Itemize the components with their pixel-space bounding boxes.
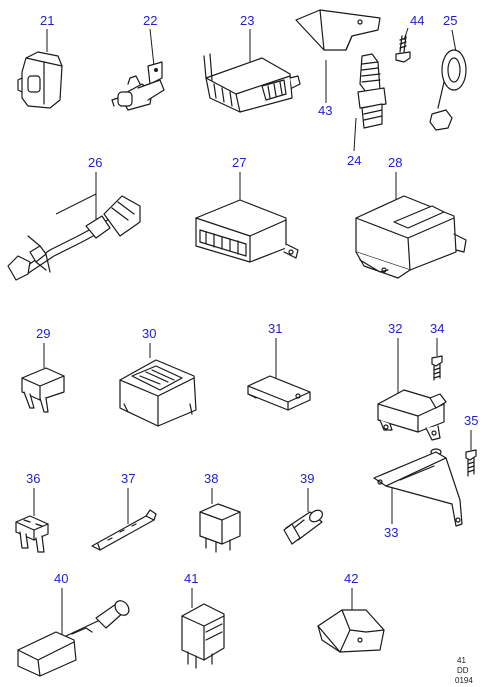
callout-35: 35 [464, 413, 478, 428]
callout-22: 22 [143, 13, 157, 28]
part-36-fuse[interactable]: 36 [15, 471, 49, 553]
part-38-relay[interactable]: 38 [199, 471, 241, 553]
callout-38: 38 [204, 471, 218, 486]
callout-42: 42 [344, 571, 358, 586]
callout-28: 28 [388, 155, 402, 170]
callout-31: 31 [268, 321, 282, 336]
callout-44: 44 [410, 13, 424, 28]
part-42-bracket[interactable]: 42 [317, 571, 385, 653]
drawing-code-line3: 0194 [455, 676, 473, 685]
part-27-control-unit[interactable]: 27 [195, 155, 299, 263]
callout-26: 26 [88, 155, 102, 170]
part-30-module[interactable]: 30 [119, 326, 197, 427]
callout-27: 27 [232, 155, 246, 170]
drawing-code: 41 DD 0194 [455, 656, 473, 685]
part-31-plate[interactable]: 31 [247, 321, 311, 411]
part-29-relay[interactable]: 29 [21, 326, 65, 413]
callout-29: 29 [36, 326, 50, 341]
callout-32: 32 [388, 321, 402, 336]
callout-41: 41 [184, 571, 198, 586]
callout-39: 39 [300, 471, 314, 486]
part-21-connector[interactable]: 21 [17, 13, 63, 109]
callout-37: 37 [121, 471, 135, 486]
callout-43: 43 [318, 103, 332, 118]
part-39-sleeve[interactable]: 39 [283, 471, 325, 545]
part-26-harness[interactable]: 26 [7, 155, 141, 281]
drawing-code-line2: DD [457, 666, 469, 675]
part-40-sensor[interactable]: 40 [17, 571, 132, 677]
drawing-code-line1: 41 [457, 656, 466, 665]
callout-24: 24 [347, 153, 361, 168]
part-34-screw[interactable]: 34 [430, 321, 444, 381]
callout-21: 21 [40, 13, 54, 28]
part-32-unit[interactable]: 32 [377, 321, 447, 441]
part-35-screw[interactable]: 35 [464, 413, 478, 477]
callout-40: 40 [54, 571, 68, 586]
part-23-module[interactable]: 23 [203, 13, 301, 113]
callout-33: 33 [384, 525, 398, 540]
callout-30: 30 [142, 326, 156, 341]
part-37-strip[interactable]: 37 [91, 471, 157, 551]
part-22-switch[interactable]: 22 [111, 13, 165, 111]
callout-23: 23 [240, 13, 254, 28]
part-25-grommet[interactable]: 25 [429, 13, 467, 131]
callout-36: 36 [26, 471, 40, 486]
part-24-sensor[interactable]: 24 [347, 53, 387, 168]
part-33-bracket[interactable]: 33 [373, 448, 463, 540]
part-41-relay[interactable]: 41 [181, 571, 225, 669]
callout-34: 34 [430, 321, 444, 336]
part-43-bracket[interactable]: 43 [295, 9, 381, 118]
part-44-screw[interactable]: 44 [395, 13, 424, 63]
part-28-ecu[interactable]: 28 [355, 155, 467, 279]
callout-25: 25 [443, 13, 457, 28]
